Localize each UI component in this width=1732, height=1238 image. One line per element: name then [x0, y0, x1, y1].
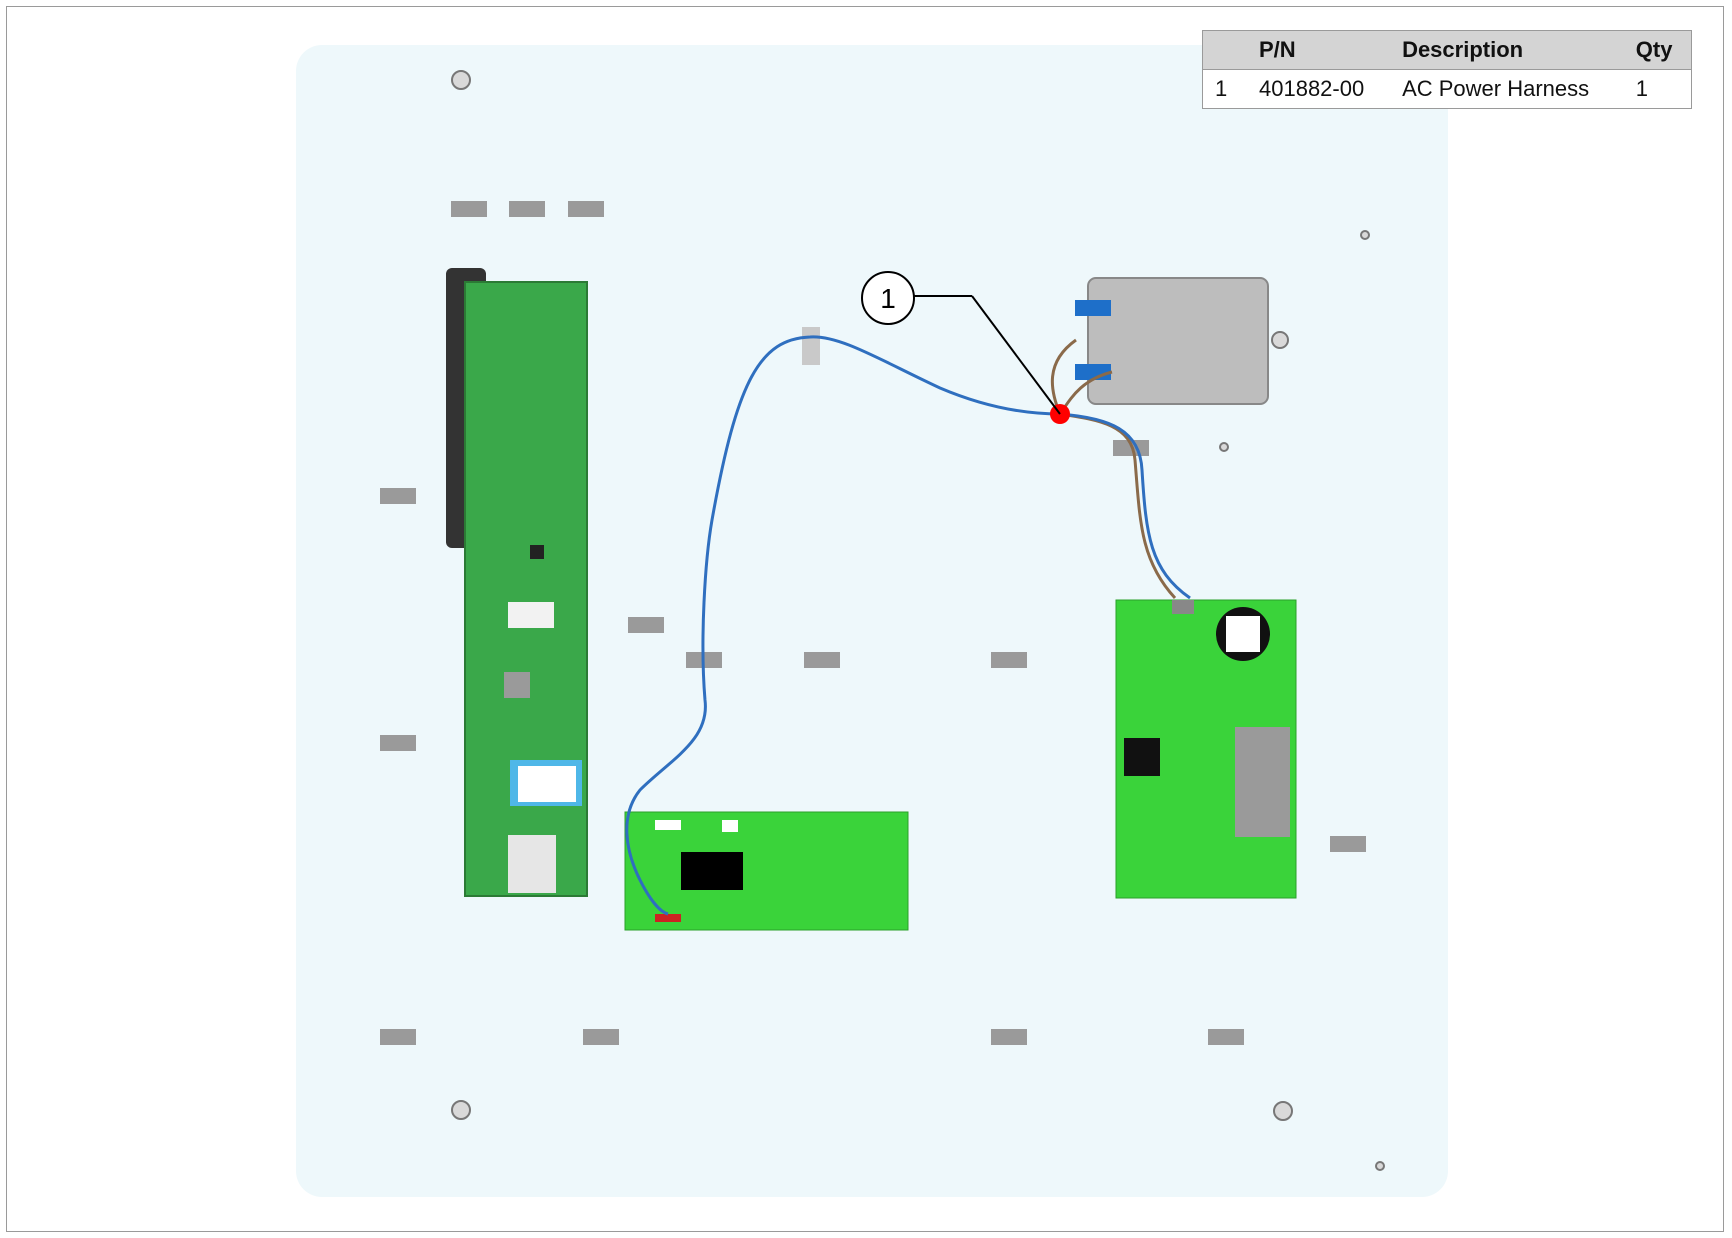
bom-header-description: Description	[1390, 30, 1624, 70]
harness-wire-blue-psu	[1059, 412, 1191, 600]
ac-line-filter	[1075, 277, 1269, 405]
bom-cell-description: AC Power Harness	[1390, 69, 1624, 109]
bom-header-row: P/N Description Qty	[1202, 30, 1692, 70]
plate-screws	[451, 70, 1385, 1171]
bom-header-qty: Qty	[1623, 30, 1692, 70]
bom-cell-qty: 1	[1623, 69, 1692, 109]
bom-cell-pn: 401882-00	[1247, 69, 1391, 109]
standoffs	[380, 201, 1366, 1045]
bom-header-item	[1202, 30, 1247, 70]
display-board	[624, 811, 909, 931]
drawing-frame	[6, 6, 1724, 1232]
bom-cell-item: 1	[1202, 69, 1247, 109]
callout-balloon-1: 1	[861, 271, 1061, 415]
cable-clips	[802, 327, 820, 365]
bill-of-materials-table: P/N Description Qty 1 401882-00 AC Power…	[1202, 30, 1692, 109]
controller-board	[446, 268, 588, 897]
power-supply-board	[1115, 599, 1297, 899]
bom-header-pn: P/N	[1247, 30, 1391, 70]
callout-label-1: 1	[880, 283, 896, 314]
harness-wire-blue	[625, 335, 1061, 916]
table-row: 1 401882-00 AC Power Harness 1	[1202, 69, 1692, 109]
